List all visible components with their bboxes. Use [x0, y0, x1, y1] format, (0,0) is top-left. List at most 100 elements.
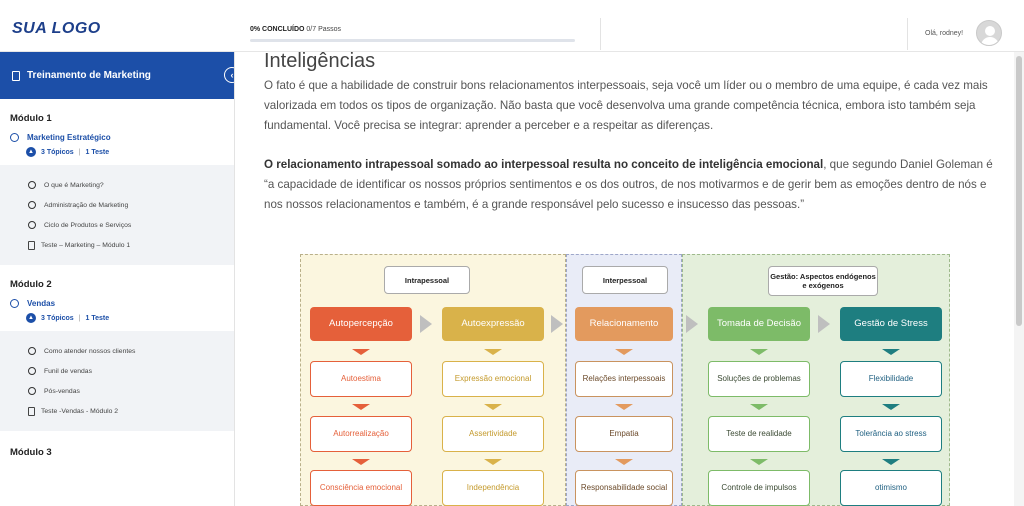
down-arrow-icon [750, 349, 768, 355]
quiz-document-icon [28, 240, 35, 250]
emotional-intelligence-diagram: Intrapessoal Interpessoal Gestão: Aspect… [300, 254, 950, 506]
header-autopercepcao: Autopercepção [310, 307, 412, 341]
test-item[interactable]: Teste – Marketing – Módulo 1 [28, 235, 234, 255]
lesson-title: Marketing Estratégico [27, 133, 111, 142]
user-avatar-icon[interactable] [976, 20, 1002, 46]
progress-percent: 0% CONCLUÍDO [250, 26, 305, 33]
group-label-gestao: Gestão: Aspectos endógenos e exógenos [768, 266, 878, 296]
down-arrow-icon [882, 404, 900, 410]
topic-item[interactable]: Ciclo de Produtos e Serviços [28, 215, 234, 235]
lesson-content: Inteligências O fato é que a habilidade … [236, 52, 1014, 506]
lesson-vendas[interactable]: Vendas [10, 299, 224, 308]
tests-count: 1 Teste [85, 148, 110, 156]
right-arrow-icon [686, 315, 698, 333]
right-arrow-icon [818, 315, 830, 333]
module-1-topic-list: O que é Marketing? Administração de Mark… [0, 165, 234, 265]
module-title: Módulo 3 [10, 447, 52, 458]
site-logo[interactable]: SUA LOGO [12, 20, 101, 37]
course-title-bar[interactable]: Treinamento de Marketing ‹ [0, 52, 234, 99]
down-arrow-icon [882, 349, 900, 355]
circle-status-icon [28, 387, 36, 395]
down-arrow-icon [750, 459, 768, 465]
module-title: Módulo 1 [10, 113, 52, 124]
page-title: Inteligências [264, 52, 376, 72]
lesson-title: Vendas [27, 299, 56, 308]
item-independencia: Independência [442, 470, 544, 506]
down-arrow-icon [615, 349, 633, 355]
module-1: Módulo 1 Marketing Estratégico ▲ 3 Tópic… [0, 99, 234, 157]
circle-status-icon [10, 299, 19, 308]
topics-toggle[interactable]: ▲ 3 Tópicos | 1 Teste [26, 147, 224, 157]
course-title: Treinamento de Marketing [27, 70, 151, 81]
circle-status-icon [28, 347, 36, 355]
item-otimismo: otimismo [840, 470, 942, 506]
header-tomada-de-decisao: Tomada de Decisão [708, 307, 810, 341]
quiz-document-icon [28, 406, 35, 416]
circle-status-icon [28, 181, 36, 189]
paragraph: O relacionamento intrapessoal somado ao … [264, 158, 993, 211]
down-arrow-icon [484, 459, 502, 465]
chevron-up-icon: ▲ [26, 147, 36, 157]
chevron-up-icon: ▲ [26, 313, 36, 323]
down-arrow-icon [484, 349, 502, 355]
group-label-interpessoal: Interpessoal [582, 266, 668, 294]
down-arrow-icon [750, 404, 768, 410]
down-arrow-icon [352, 459, 370, 465]
item-autorrealizacao: Autorrealização [310, 416, 412, 452]
top-bar: SUA LOGO 0% CONCLUÍDO 0/7 Passos Olá, ro… [0, 0, 1024, 52]
group-label-intrapessoal: Intrapessoal [384, 266, 470, 294]
paragraph: O fato é que a habilidade de construir b… [264, 79, 988, 132]
module-2-topic-list: Como atender nossos clientes Funil de ve… [0, 331, 234, 431]
item-consciencia-emocional: Consciência emocional [310, 470, 412, 506]
item-teste-de-realidade: Teste de realidade [708, 416, 810, 452]
topics-toggle[interactable]: ▲ 3 Tópicos | 1 Teste [26, 313, 224, 323]
topic-item[interactable]: O que é Marketing? [28, 175, 234, 195]
item-expressao-emocional: Expressão emocional [442, 361, 544, 397]
divider [907, 18, 908, 50]
topics-count: 3 Tópicos [41, 148, 74, 156]
tests-count: 1 Teste [85, 314, 110, 322]
circle-status-icon [28, 221, 36, 229]
down-arrow-icon [352, 404, 370, 410]
down-arrow-icon [615, 459, 633, 465]
down-arrow-icon [882, 459, 900, 465]
page-scrollbar[interactable] [1014, 52, 1024, 506]
circle-status-icon [10, 133, 19, 142]
item-empatia: Empatia [575, 416, 673, 452]
circle-status-icon [28, 201, 36, 209]
module-title: Módulo 2 [10, 279, 52, 290]
module-3: Módulo 3 [0, 431, 234, 458]
down-arrow-icon [615, 404, 633, 410]
topic-item[interactable]: Como atender nossos clientes [28, 341, 234, 361]
user-greeting: Olá, rodney! [925, 30, 964, 37]
scrollbar-thumb[interactable] [1016, 56, 1022, 326]
item-responsabilidade-social: Responsabilidade social [575, 470, 673, 506]
progress-steps: 0/7 Passos [304, 26, 342, 33]
lesson-marketing-estrategico[interactable]: Marketing Estratégico [10, 133, 224, 142]
item-relacoes-interpessoais: Relações interpessoais [575, 361, 673, 397]
right-arrow-icon [420, 315, 432, 333]
topic-item[interactable]: Funil de vendas [28, 361, 234, 381]
book-icon [12, 70, 20, 81]
topics-count: 3 Tópicos [41, 314, 74, 322]
topic-item[interactable]: Pós-vendas [28, 381, 234, 401]
item-autoestima: Autoestima [310, 361, 412, 397]
divider [600, 18, 601, 50]
topic-item[interactable]: Administração de Marketing [28, 195, 234, 215]
progress-bar [250, 39, 575, 42]
down-arrow-icon [484, 404, 502, 410]
circle-status-icon [28, 367, 36, 375]
item-assertividade: Assertividade [442, 416, 544, 452]
test-item[interactable]: Teste -Vendas - Módulo 2 [28, 401, 234, 421]
course-sidebar: Treinamento de Marketing ‹ Módulo 1 Mark… [0, 52, 235, 506]
course-progress: 0% CONCLUÍDO 0/7 Passos [250, 26, 575, 42]
item-controle-de-impulsos: Controle de impulsos [708, 470, 810, 506]
header-autoexpressao: Autoexpressão [442, 307, 544, 341]
down-arrow-icon [352, 349, 370, 355]
header-relacionamento: Relacionamento [575, 307, 673, 341]
item-solucoes-de-problemas: Soluções de problemas [708, 361, 810, 397]
collapse-sidebar-button[interactable]: ‹ [224, 67, 234, 83]
item-flexibilidade: Flexibilidade [840, 361, 942, 397]
bold-text: O relacionamento intrapessoal somado ao … [264, 158, 824, 171]
right-arrow-icon [551, 315, 563, 333]
